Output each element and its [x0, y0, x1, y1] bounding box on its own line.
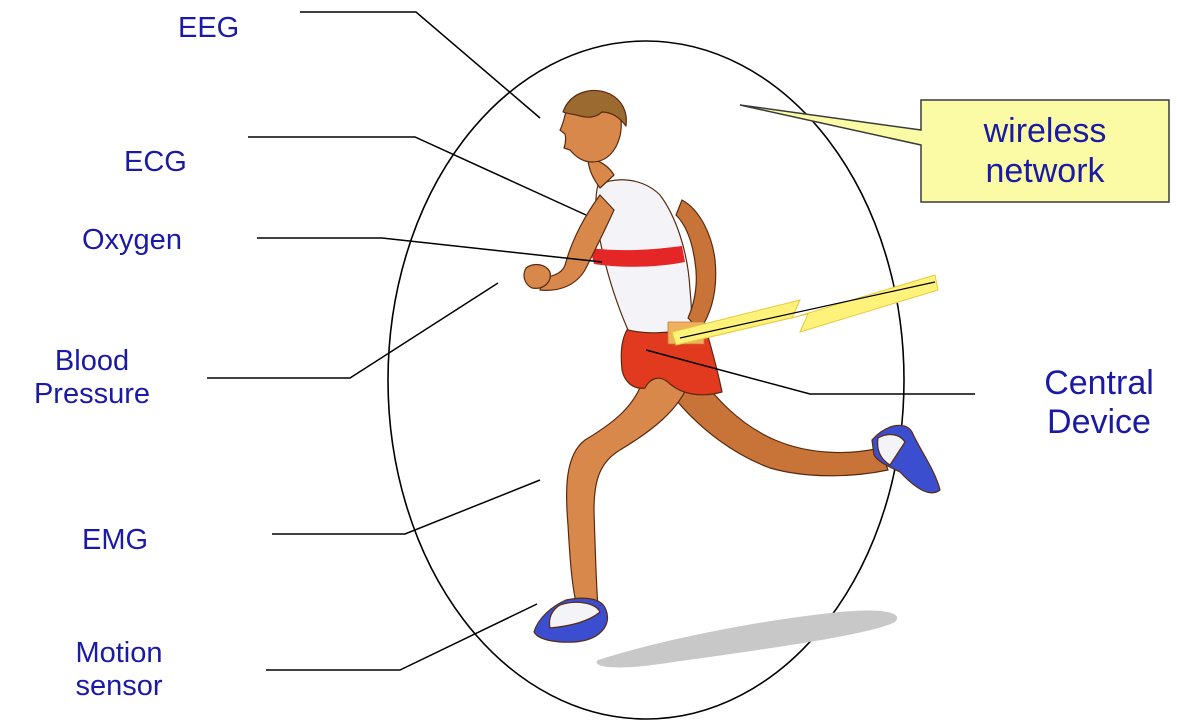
leader-line-motion-sensor	[266, 604, 537, 670]
callout-line2: network	[984, 151, 1107, 191]
label-central-device-line1: Central	[1024, 364, 1174, 403]
leader-line-oxygen	[257, 238, 602, 262]
leader-line-blood-pressure	[207, 283, 498, 378]
label-motion-sensor: Motion sensor	[60, 637, 178, 704]
runner-shadow	[597, 610, 898, 667]
label-motion-sensor-line1: Motion	[60, 637, 178, 670]
callout-text: wireless network	[921, 100, 1169, 202]
label-central-device: Central Device	[1024, 364, 1174, 442]
runner-figure	[524, 91, 940, 643]
label-blood-pressure-line1: Blood	[24, 345, 160, 378]
label-emg: EMG	[82, 524, 148, 557]
callout-line1: wireless	[984, 111, 1107, 151]
leader-line-eeg	[300, 12, 540, 118]
runner-front-leg	[567, 370, 690, 610]
label-motion-sensor-line2: sensor	[60, 670, 178, 703]
label-ecg: ECG	[124, 146, 187, 179]
label-eeg: EEG	[178, 12, 239, 45]
leader-line-ecg	[248, 137, 586, 215]
label-central-device-line2: Device	[1024, 403, 1174, 442]
label-oxygen: Oxygen	[82, 224, 182, 257]
label-blood-pressure-line2: Pressure	[24, 378, 160, 411]
label-blood-pressure: Blood Pressure	[24, 345, 160, 412]
